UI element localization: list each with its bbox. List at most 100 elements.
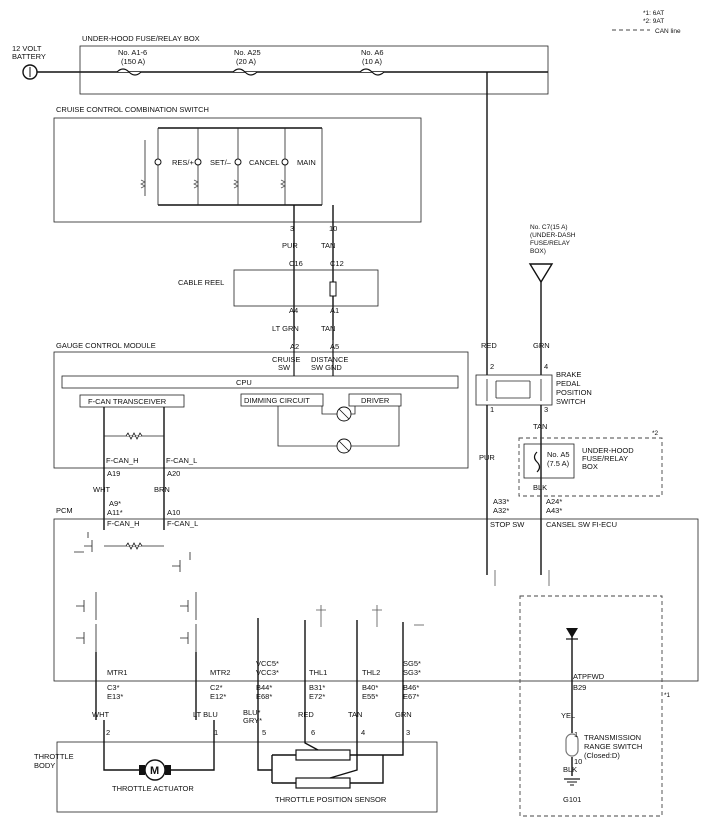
under-dash-fuse-1: No. C7(15 A) [530,224,568,231]
gauge-internal-wiring [277,340,400,454]
under-dash-fuse-4: BOX) [530,248,546,255]
trs-label-3: (Closed:D) [584,751,620,760]
throttle-sensor-label: THROTTLE POSITION SENSOR [275,795,387,804]
pin-e68: E68* [256,692,272,701]
brake-label-2: PEDAL [556,379,581,388]
trs-label-1: TRANSMISSION [584,733,641,742]
brake-label-4: SWITCH [556,397,586,406]
cable-reel-coil [329,281,337,297]
under-dash-fuse-3: FUSE/RELAY [530,240,571,247]
cable-reel-pin-a4: A4 [289,306,298,315]
wire-lt-grn: LT GRN [272,324,299,333]
trs-note: *1 [664,692,671,699]
cpu-label: CPU [236,378,252,387]
fuse-a5-box [523,443,575,479]
battery-label-1: 12 VOLT [12,44,42,53]
cable-reel-box [233,269,379,307]
pcm-box [53,518,699,682]
brake-pin-2: 2 [490,362,494,371]
pin-e67: E67* [403,692,419,701]
brake-wire-grn: GRN [533,341,550,350]
can-wire-wht: WHT [93,485,110,494]
pin-b40: B40* [362,683,378,692]
throttle-wire-grn: GRN [395,710,412,719]
fuse-a5-name: No. A5 [547,450,570,459]
fuse-a25: No. A25 (20 A) [232,48,261,76]
pcm-pin-a9: A9* [109,499,121,508]
gauge-pin-a20: A20 [167,469,180,478]
pcm-pin-a33: A33* [493,497,509,506]
gauge-pin-a19: A19 [107,469,120,478]
pcm-vcc3: VCC3* [256,668,279,677]
switch-ladder [140,128,323,205]
trs-pin-1: 1 [574,730,578,739]
switch-main: MAIN [297,158,316,167]
pcm-pin-a10: A10 [167,508,180,517]
trs-pin-10: 10 [574,757,582,766]
cruise-sw-label-2: SW [278,363,291,372]
motor-label: M [150,765,159,777]
fuse-a6-symbol [359,68,385,76]
throttle-wire-blu: BLU* [243,708,261,717]
brake-label-1: BRAKE [556,370,581,379]
fuse-a5-box-1: UNDER-HOOD [582,446,634,455]
pcm-fcan-l: F-CAN_L [167,519,198,528]
throttle-wire-gry: GRY* [243,716,262,725]
can-wire-brn: BRN [154,485,170,494]
throttle-wire-tan: TAN [348,710,362,719]
motor-brush-left [139,765,145,775]
throttle-wire-wht: WHT [92,710,109,719]
brake-switch-box [475,374,553,406]
gauge-control-module [53,351,469,469]
throttle-actuator-label: THROTTLE ACTUATOR [112,784,194,793]
pin-b31: B31* [309,683,325,692]
wire-tan-2: TAN [321,324,335,333]
cable-reel-label: CABLE REEL [178,278,224,287]
pin-e55: E55* [362,692,378,701]
pcm-mtr1: MTR1 [107,668,127,677]
fuse-a5-dashed-region [518,437,663,497]
throttle-pin-2: 2 [106,728,110,737]
pcm-cansel: CANSEL SW FI-ECU [546,520,617,529]
underhood-box-title: UNDER-HOOD FUSE/RELAY BOX [82,34,200,43]
actuator-wire-left [103,720,139,771]
pin-e13: E13* [107,692,123,701]
pcm-sg5: SG5* [403,659,421,668]
pcm-pin-a11: A11* [107,508,123,517]
wire-pur: PUR [282,241,298,250]
throttle-position-sensor [257,720,404,789]
cruise-switch-title: CRUISE CONTROL COMBINATION SWITCH [56,105,209,114]
cruise-pin-3: 3 [290,224,294,233]
pcm-stop-sw: STOP SW [490,520,525,529]
fuse-a5-note: *2 [652,430,659,437]
fuse-a1-6-symbol [116,68,142,76]
motor-icon [144,759,166,781]
cruise-sw-label-1: CRUISE [272,355,300,364]
fuse-a5-rating: (7.5 A) [547,459,570,468]
switch-set: SET/– [210,158,232,167]
brake-label-3: POSITION [556,388,592,397]
switch-cancel: CANCEL [249,158,279,167]
pin-b46: B46* [403,683,419,692]
wire-tan: TAN [321,241,335,250]
cpu-block [61,375,459,389]
pin-b44: B44* [256,683,272,692]
note-9at: *2: 9AT [643,18,664,25]
pin-e72: E72* [309,692,325,701]
fuse-a6-name: No. A6 [361,48,384,57]
trs-diode-icon [566,628,578,638]
dimming-circuit-block [240,393,324,407]
cable-reel-pin-c12: C12 [330,259,344,268]
can-line-label: CAN line [655,28,681,35]
pin-c2: C2* [210,683,223,692]
brake-pin-3: 3 [544,405,548,414]
pcm-atpfwd: ATPFWD [573,672,605,681]
fuse-a5-box-2: FUSE/RELAY [582,454,628,463]
switch-res: RES/+ [172,158,195,167]
under-dash-fuse-symbol [528,263,554,284]
throttle-wire-lt-blu: LT BLU [193,710,218,719]
pcm-b29: B29 [573,683,586,692]
pcm-fcan-h: F-CAN_H [107,519,140,528]
throttle-body-label-2: BODY [34,761,55,770]
